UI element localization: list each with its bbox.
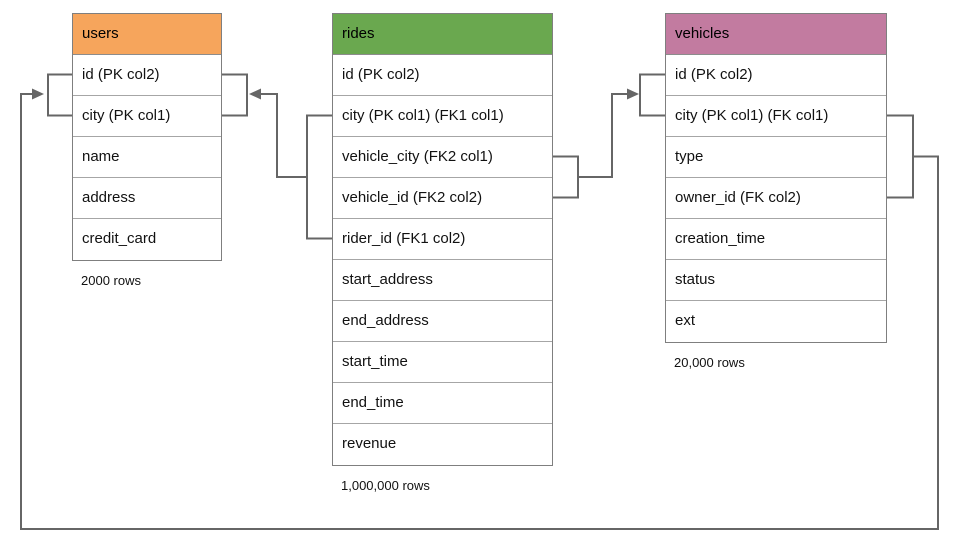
column-row: vehicle_city (FK2 col1)	[333, 137, 552, 178]
column-row: address	[73, 178, 221, 219]
column-row: city (PK col1)	[73, 96, 221, 137]
users-right-bracket	[222, 73, 248, 117]
column-row: type	[666, 137, 886, 178]
row-count-rides: 1,000,000 rows	[341, 478, 430, 493]
table-header-vehicles: vehicles	[666, 14, 886, 55]
column-row: credit_card	[73, 219, 221, 260]
fk1-arrowhead	[249, 88, 261, 100]
column-row: vehicle_id (FK2 col2)	[333, 178, 552, 219]
column-row: city (PK col1) (FK col1)	[666, 96, 886, 137]
fk2-line	[578, 93, 627, 178]
column-row: city (PK col1) (FK1 col1)	[333, 96, 552, 137]
column-row: status	[666, 260, 886, 301]
fk-rides-users-connector	[222, 73, 332, 240]
vehicles-left-bracket	[639, 73, 665, 117]
column-row: id (PK col2)	[73, 55, 221, 96]
column-row: id (PK col2)	[666, 55, 886, 96]
column-row: rider_id (FK1 col2)	[333, 219, 552, 260]
column-row: owner_id (FK col2)	[666, 178, 886, 219]
fk-vehicles-arrowhead	[32, 88, 44, 100]
column-row: ext	[666, 301, 886, 342]
table-vehicles: vehicles id (PK col2)city (PK col1) (FK …	[665, 13, 887, 370]
column-row: end_time	[333, 383, 552, 424]
vehicles-right-bracket	[887, 114, 914, 199]
table-rides-columns: id (PK col2)city (PK col1) (FK1 col1)veh…	[333, 55, 552, 465]
column-row: id (PK col2)	[333, 55, 552, 96]
column-row: start_time	[333, 342, 552, 383]
column-row: start_address	[333, 260, 552, 301]
rides-left-bracket	[306, 114, 332, 240]
fk2-arrowhead	[627, 88, 639, 100]
fk1-line	[261, 93, 307, 178]
column-row: name	[73, 137, 221, 178]
fk-rides-vehicles-connector	[553, 73, 665, 199]
row-count-users: 2000 rows	[81, 273, 141, 288]
rides-right-bracket	[553, 155, 579, 199]
column-row: end_address	[333, 301, 552, 342]
row-count-vehicles: 20,000 rows	[674, 355, 745, 370]
column-row: revenue	[333, 424, 552, 465]
table-header-users: users	[73, 14, 221, 55]
column-row: creation_time	[666, 219, 886, 260]
table-header-rides: rides	[333, 14, 552, 55]
table-vehicles-columns: id (PK col2)city (PK col1) (FK col1)type…	[666, 55, 886, 342]
users-left-bracket	[47, 73, 72, 117]
table-rides: rides id (PK col2)city (PK col1) (FK1 co…	[332, 13, 553, 493]
